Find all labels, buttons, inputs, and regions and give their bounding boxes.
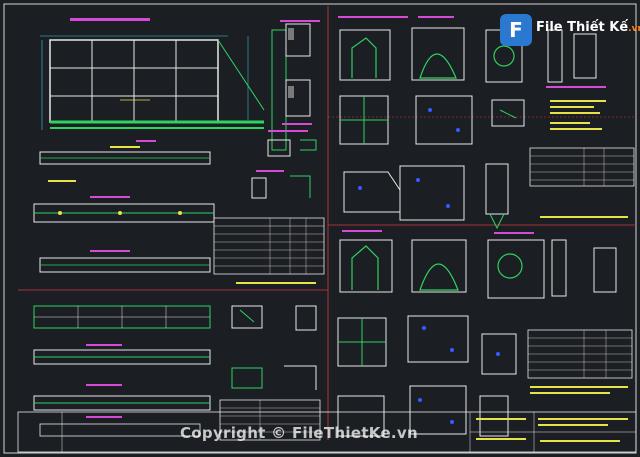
title-block xyxy=(17,411,637,453)
fitting-details-bottom xyxy=(339,230,617,299)
column-section xyxy=(247,20,320,151)
copyright-watermark: Copyright © FileThietKe.vn xyxy=(180,424,418,442)
plate-details-bottom xyxy=(337,315,517,437)
logo-text: File Thiết Kế.vn xyxy=(536,20,640,35)
plate-details-bottom-left xyxy=(219,305,321,441)
beam-elevations-left xyxy=(33,146,215,273)
plate-details-top xyxy=(339,95,525,145)
site-logo: F File Thiết Kế.vn xyxy=(500,8,640,52)
materials-table-right-bottom xyxy=(527,329,633,394)
logo-name: File Thiết Kế xyxy=(536,20,629,35)
sheet-frame xyxy=(3,3,637,454)
materials-table-left xyxy=(213,217,325,284)
materials-table-right-top xyxy=(529,147,635,218)
main-panel-elevation xyxy=(40,18,265,142)
logo-domain: .vn xyxy=(628,24,640,34)
plate-details-middle xyxy=(343,163,509,230)
bracket-details xyxy=(251,130,317,199)
beam-elevations-bottom xyxy=(33,305,211,437)
notes-block-top xyxy=(546,86,606,130)
logo-icon: F xyxy=(500,14,532,46)
